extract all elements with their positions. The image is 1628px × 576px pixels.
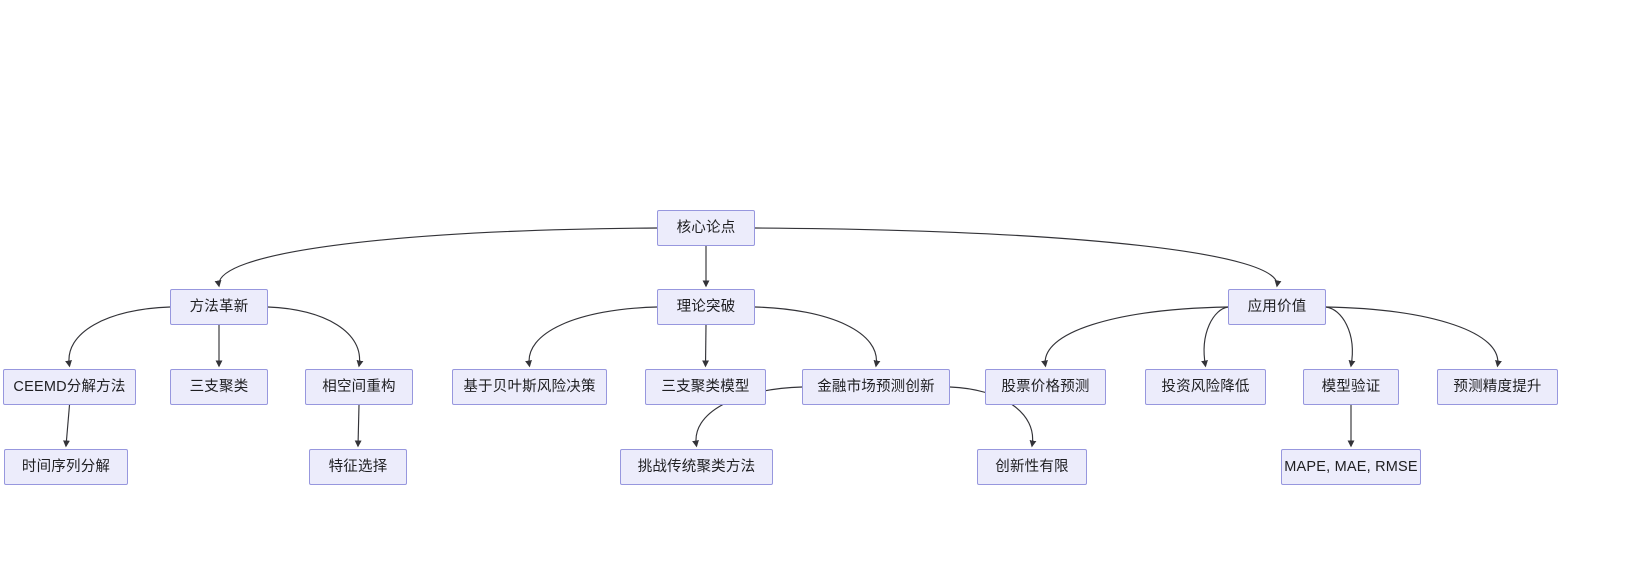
flow-node-label: 模型验证 [1321,378,1381,395]
flow-node-n2c[interactable]: 金融市场预测创新 [802,369,950,405]
flow-node-label: 金融市场预测创新 [817,378,935,395]
flow-node-label: 基于贝叶斯风险决策 [463,378,596,395]
flow-node-label: 预测精度提升 [1453,378,1542,395]
flow-node-n2a[interactable]: 基于贝叶斯风险决策 [452,369,607,405]
flow-node-label: 理论突破 [676,298,736,315]
flow-node-label: 核心论点 [676,219,736,236]
flow-node-label: 股票价格预测 [1001,378,1090,395]
flow-edge-n3-to-n3c [1325,306,1356,368]
flow-node-label: 特征选择 [328,458,388,475]
flow-node-root[interactable]: 核心论点 [657,210,755,246]
flow-node-label: 三支聚类 [189,378,249,395]
flow-edge-n3-to-n3a [1041,306,1229,368]
flow-node-label: 相空间重构 [322,378,396,395]
flow-node-n3c[interactable]: 模型验证 [1303,369,1399,405]
flow-edge-n1a-to-n1a1 [63,404,71,448]
flow-edge-n2-to-n2a [525,306,658,368]
flow-node-label: 挑战传统聚类方法 [637,458,756,475]
flow-node-label: 创新性有限 [995,458,1069,475]
flow-node-label: 时间序列分解 [21,458,111,475]
flow-node-n3a[interactable]: 股票价格预测 [985,369,1106,405]
flow-edge-root-to-n1 [214,227,658,288]
flow-node-n1a1[interactable]: 时间序列分解 [4,449,128,485]
flow-node-n2[interactable]: 理论突破 [657,289,755,325]
flow-node-label: MAPE, MAE, RMSE [1284,458,1418,475]
flow-node-n3b[interactable]: 投资风险降低 [1145,369,1266,405]
edge-group [63,227,1502,448]
flow-node-n1[interactable]: 方法革新 [170,289,268,325]
flow-edge-n3-to-n3b [1201,306,1229,368]
flow-edge-n2-to-n2b [702,324,710,368]
flow-node-n3c1[interactable]: MAPE, MAE, RMSE [1281,449,1421,485]
flow-edge-n3-to-n3d [1325,306,1502,368]
flow-edge-n1-to-n1a [65,306,171,368]
flow-edge-n2-to-n2c [754,306,881,368]
flow-node-n1a[interactable]: CEEMD分解方法 [3,369,136,405]
flow-node-n2c2[interactable]: 创新性有限 [977,449,1087,485]
flow-node-n3[interactable]: 应用价值 [1228,289,1326,325]
flow-edge-n1c-to-n1c1 [354,404,362,448]
flow-node-label: 三支聚类模型 [661,378,750,395]
flow-node-n2c1[interactable]: 挑战传统聚类方法 [620,449,773,485]
flow-node-n1c1[interactable]: 特征选择 [309,449,407,485]
flow-node-n1b[interactable]: 三支聚类 [170,369,268,405]
flow-node-label: 投资风险降低 [1161,378,1250,395]
flow-edge-root-to-n3 [754,227,1282,288]
flow-node-label: CEEMD分解方法 [13,378,126,395]
flow-node-label: 方法革新 [189,298,249,315]
flow-node-n1c[interactable]: 相空间重构 [305,369,413,405]
flow-edge-n1-to-n1c [267,306,364,368]
flow-node-n3d[interactable]: 预测精度提升 [1437,369,1558,405]
flow-node-n2b[interactable]: 三支聚类模型 [645,369,766,405]
flow-node-label: 应用价值 [1247,298,1307,315]
